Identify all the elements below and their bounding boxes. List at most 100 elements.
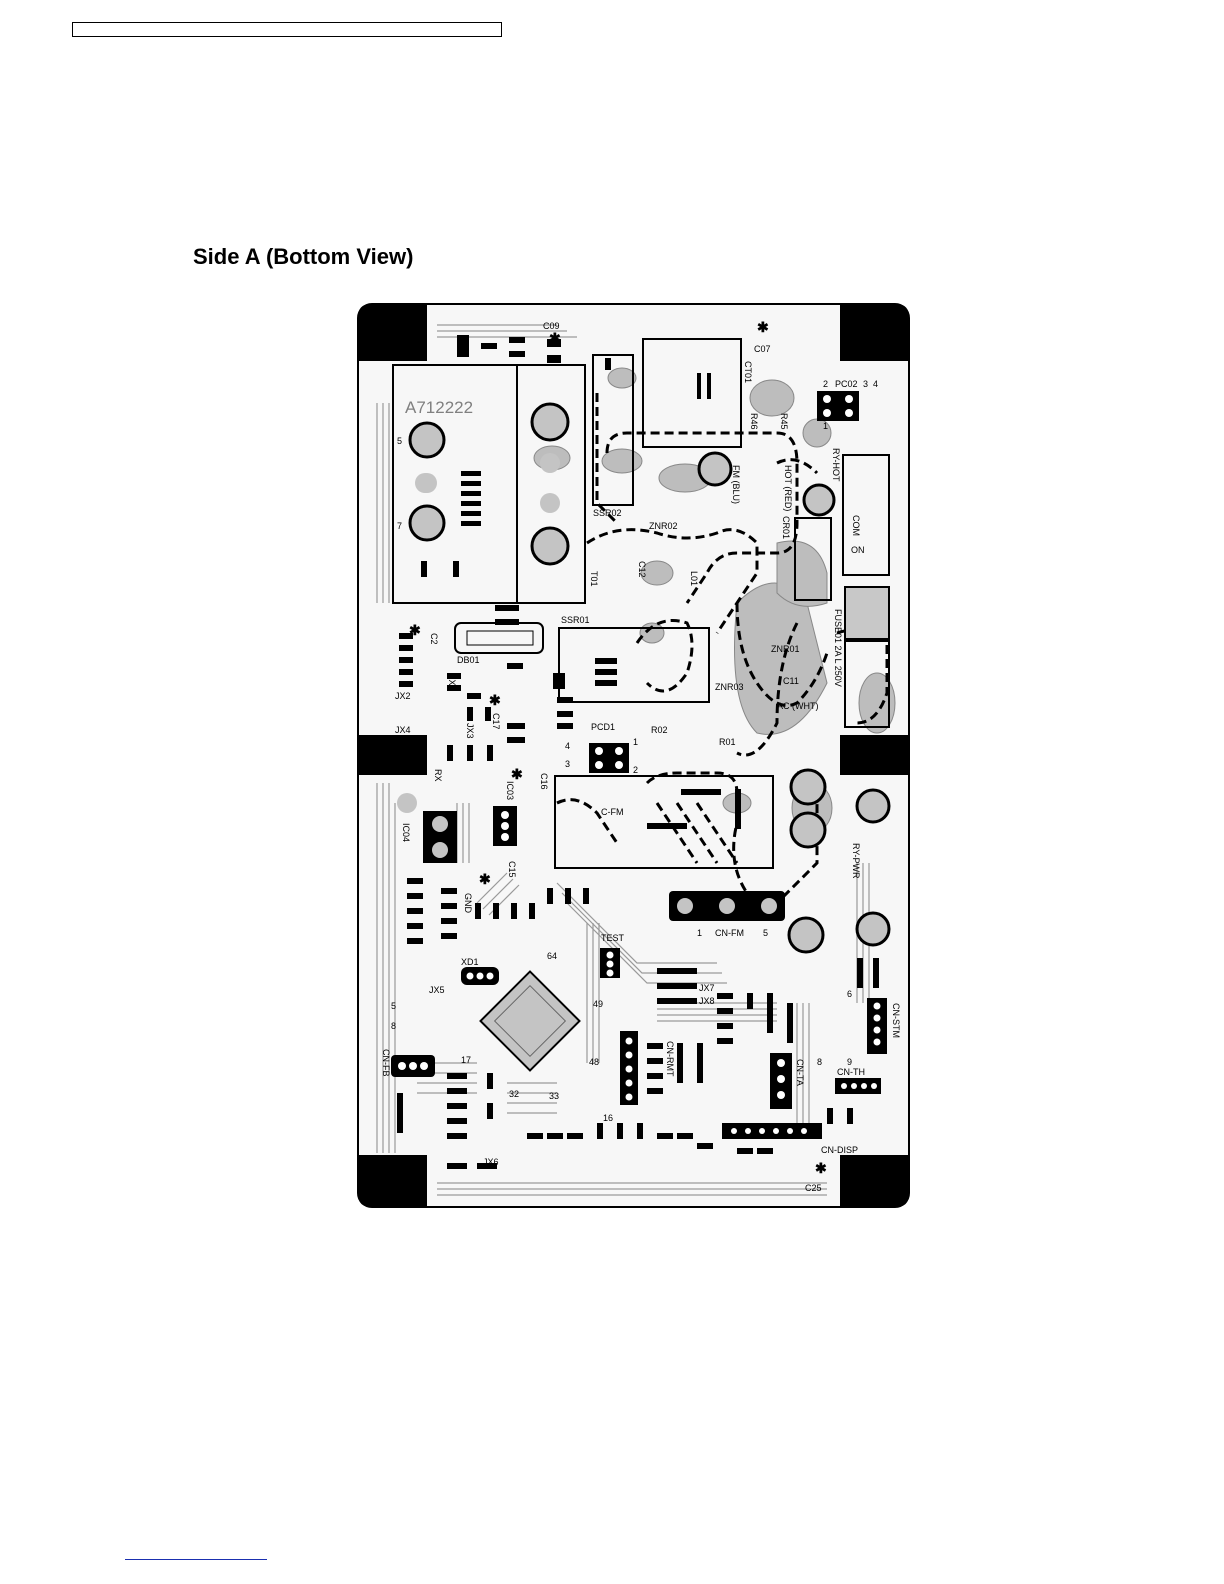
label-c2: C2 bbox=[429, 633, 439, 645]
svg-text:48: 48 bbox=[589, 1057, 599, 1067]
small-round-pads bbox=[397, 453, 560, 813]
svg-text:5: 5 bbox=[391, 1001, 396, 1011]
footer-rule bbox=[125, 1559, 267, 1560]
label-r46: R46 bbox=[749, 413, 759, 430]
label-ic04: IC04 bbox=[401, 823, 411, 842]
label-c09: C09 bbox=[543, 321, 560, 331]
label-ssr02: SSR02 bbox=[593, 508, 622, 518]
label-jx4: JX4 bbox=[395, 725, 411, 735]
pc02-connector bbox=[817, 391, 859, 421]
label-l01: L01 bbox=[689, 571, 699, 586]
label-cn-ta: CN-TA bbox=[795, 1059, 805, 1086]
ssr01-body bbox=[558, 627, 710, 703]
header-box bbox=[72, 22, 502, 37]
ssr02-body bbox=[592, 354, 634, 506]
svg-text:2: 2 bbox=[633, 765, 638, 775]
cn-disp-connector bbox=[722, 1123, 822, 1139]
label-r02: R02 bbox=[651, 725, 668, 735]
component-labels: A712222 C09 C07 CT01 PC02 R46 R45 FM (BL… bbox=[381, 321, 901, 1193]
svg-text:✱: ✱ bbox=[511, 766, 523, 782]
label-ry-hot: RY-HOT bbox=[831, 448, 841, 482]
svg-text:4: 4 bbox=[565, 741, 570, 751]
svg-text:✱: ✱ bbox=[757, 319, 769, 335]
trace-field bbox=[376, 324, 870, 1196]
label-fuse: FUSE01 2A L 250V bbox=[833, 609, 843, 687]
svg-text:64: 64 bbox=[547, 951, 557, 961]
svg-text:1: 1 bbox=[823, 421, 828, 431]
svg-text:✱: ✱ bbox=[815, 1160, 827, 1176]
ry-hot-body bbox=[842, 454, 890, 576]
transformer-t01 bbox=[392, 364, 586, 604]
c-fm-body bbox=[554, 775, 774, 869]
label-jx8: JX8 bbox=[699, 996, 715, 1006]
label-jx6: JX6 bbox=[483, 1157, 499, 1167]
svg-text:✱: ✱ bbox=[409, 622, 421, 638]
label-cn-stm: CN-STM bbox=[891, 1003, 901, 1038]
label-r01: R01 bbox=[719, 737, 736, 747]
label-c25: C25 bbox=[805, 1183, 822, 1193]
round-pads bbox=[408, 402, 891, 954]
label-ct01: CT01 bbox=[743, 361, 753, 383]
label-cn-fb: CN-FB bbox=[381, 1049, 391, 1077]
label-com: COM bbox=[851, 515, 861, 536]
svg-text:8: 8 bbox=[391, 1021, 396, 1031]
label-hot-red: HOT (RED) bbox=[783, 465, 793, 511]
label-xd1: XD1 bbox=[461, 957, 479, 967]
svg-text:6: 6 bbox=[847, 989, 852, 999]
label-cn-disp: CN-DISP bbox=[821, 1145, 858, 1155]
label-cn-fm: CN-FM bbox=[715, 928, 744, 938]
svg-text:9: 9 bbox=[847, 1057, 852, 1067]
svg-text:16: 16 bbox=[603, 1113, 613, 1123]
pin-numbers: 5 7 2 1 3 4 4 3 1 2 1 5 64 49 48 32 33 5… bbox=[391, 379, 878, 1123]
page-title: Side A (Bottom View) bbox=[193, 244, 414, 269]
label-cn-rmt: CN-RMT bbox=[665, 1041, 675, 1077]
svg-text:✱: ✱ bbox=[489, 692, 501, 708]
label-db01: DB01 bbox=[457, 655, 480, 665]
label-jx7: JX7 bbox=[699, 983, 715, 993]
label-cn-th: CN-TH bbox=[837, 1067, 865, 1077]
label-pc02: PC02 bbox=[835, 379, 858, 389]
pcd1-connector bbox=[589, 743, 629, 773]
label-ry-pwr: RY-PWR bbox=[851, 843, 861, 879]
label-c-fm: C-FM bbox=[601, 807, 624, 817]
svg-text:4: 4 bbox=[873, 379, 878, 389]
svg-text:1: 1 bbox=[633, 737, 638, 747]
smd-components bbox=[397, 335, 879, 1169]
svg-text:32: 32 bbox=[509, 1089, 519, 1099]
corner-blocks bbox=[358, 304, 909, 1207]
marker-stars: ✱ ✱ ✱ ✱ ✱ ✱ ✱ bbox=[409, 319, 827, 1176]
label-ac-wht: AC (WHT) bbox=[777, 701, 819, 711]
svg-text:2: 2 bbox=[823, 379, 828, 389]
svg-text:5: 5 bbox=[397, 436, 402, 446]
label-ssr01: SSR01 bbox=[561, 615, 590, 625]
cn-stm-connector bbox=[867, 998, 887, 1054]
label-on: ON bbox=[851, 545, 865, 555]
microcontroller-ic bbox=[479, 970, 581, 1072]
svg-text:✱: ✱ bbox=[479, 871, 491, 887]
label-t01: T01 bbox=[589, 571, 599, 587]
db01-pins bbox=[466, 630, 534, 646]
ct01-body bbox=[642, 338, 742, 448]
label-c12: C12 bbox=[637, 561, 647, 578]
svg-text:33: 33 bbox=[549, 1091, 559, 1101]
svg-text:17: 17 bbox=[461, 1055, 471, 1065]
label-jx5: JX5 bbox=[429, 985, 445, 995]
pcb-layout-diagram: ✱ ✱ ✱ ✱ ✱ ✱ ✱ A712222 C09 C07 CT01 PC02 … bbox=[357, 303, 910, 1208]
label-a712222: A712222 bbox=[405, 398, 473, 417]
label-c15: C15 bbox=[507, 861, 517, 878]
svg-text:49: 49 bbox=[593, 999, 603, 1009]
label-jx1: JX1 bbox=[447, 675, 457, 691]
svg-text:3: 3 bbox=[565, 759, 570, 769]
label-jx3: JX3 bbox=[465, 723, 475, 739]
label-c11: C11 bbox=[783, 676, 799, 686]
label-c16: C16 bbox=[539, 773, 549, 790]
label-c07: C07 bbox=[754, 344, 771, 354]
label-gnd: GND bbox=[463, 893, 473, 914]
label-znr01: ZNR01 bbox=[771, 644, 800, 654]
label-jx2: JX2 bbox=[395, 691, 411, 701]
fuse-holder-2 bbox=[844, 640, 890, 728]
svg-text:5: 5 bbox=[763, 928, 768, 938]
svg-text:1: 1 bbox=[697, 928, 702, 938]
svg-text:7: 7 bbox=[397, 521, 402, 531]
label-fm-blu: FM (BLU) bbox=[731, 465, 741, 504]
